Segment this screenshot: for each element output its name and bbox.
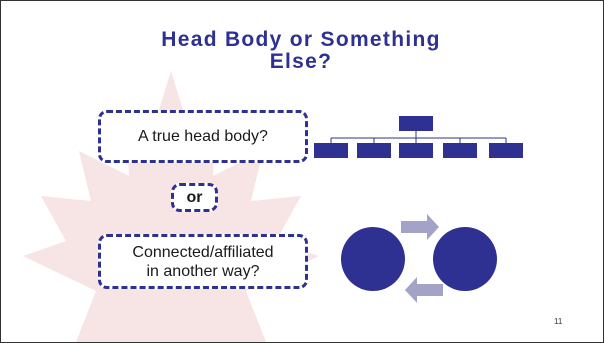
connected-box: Connected/affiliated in another way?: [98, 234, 308, 289]
head-body-box: A true head body?: [98, 110, 308, 163]
connected-line-2: in another way?: [132, 262, 273, 281]
title-line-2: Else?: [101, 51, 501, 73]
or-box: or: [171, 183, 218, 212]
connected-line-1: Connected/affiliated: [132, 243, 273, 262]
page-title: Head Body or Something Else?: [101, 29, 501, 73]
title-line-1: Head Body or Something: [101, 29, 501, 51]
page-number: 11: [554, 317, 562, 326]
head-body-question: A true head body?: [138, 127, 268, 146]
or-label: or: [187, 188, 203, 207]
